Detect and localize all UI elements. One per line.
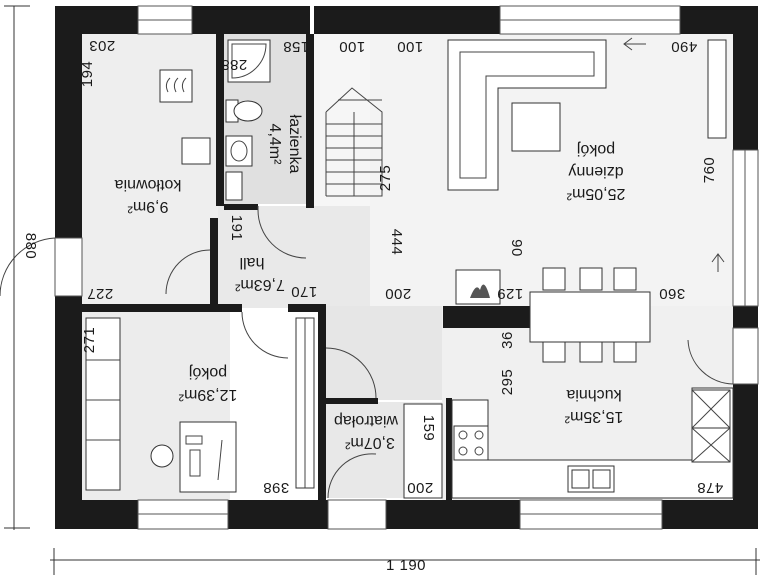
dim-100a: 100: [339, 38, 366, 55]
wiatrolap-area: 3,07m²: [344, 434, 394, 451]
pokoj-dzienny-name-2: dzienny: [568, 163, 623, 180]
lazienka-name: łazienka: [286, 115, 303, 174]
wiatrolap-cabinet-icon: [403, 403, 443, 499]
dining-table-icon: [529, 267, 651, 363]
furniture: [85, 39, 734, 499]
toilet-icon: [225, 99, 263, 123]
dim-275: 275: [377, 165, 394, 192]
kuchnia-name: kuchnia: [566, 386, 621, 403]
dim-227: 227: [87, 285, 114, 302]
dim-90: 90: [508, 239, 525, 257]
dim-288: 288: [221, 56, 248, 73]
sofa-icon: [447, 39, 607, 191]
dim-129: 129: [497, 285, 524, 302]
desk-icon: [150, 421, 237, 493]
doors: [0, 206, 734, 499]
dim-170: 170: [291, 283, 318, 300]
laundry-sink-icon: [181, 137, 211, 165]
kotlownia-name: kotłownia: [115, 176, 182, 193]
dim-159: 159: [420, 415, 437, 442]
interior-walls: [82, 34, 530, 500]
windows: [54, 5, 759, 530]
dim-100b: 100: [397, 38, 424, 55]
dimension-lines: [4, 5, 760, 575]
washbasin-icon: [225, 135, 253, 167]
dim-490: 490: [671, 38, 698, 55]
coffee-table-icon: [511, 102, 561, 152]
tv-stand-icon: [707, 39, 727, 139]
overall-width-label: 1 190: [386, 557, 426, 574]
dim-444: 444: [388, 229, 405, 256]
dim-200a: 200: [385, 285, 412, 302]
kitchen-counter-icon: [451, 387, 734, 499]
hall-area: 7,63m²: [234, 276, 284, 293]
boiler-icon: [159, 69, 193, 103]
kotlownia-area: 9,9m²: [127, 198, 169, 215]
wardrobe-icon: [85, 317, 121, 491]
hall-name: hall: [240, 254, 265, 271]
dim-194: 194: [79, 61, 96, 88]
pokoj-name: pokój: [189, 364, 227, 381]
kuchnia-area: 15,35m²: [564, 408, 623, 425]
overall-height-label: 880: [22, 233, 39, 260]
fireplace-icon: [455, 269, 501, 305]
pokoj-dzienny-name-1: pokój: [577, 141, 615, 158]
pokoj-area: 12,39m²: [178, 386, 237, 403]
hall-wardrobe-icon: [295, 317, 315, 489]
dim-271: 271: [81, 327, 98, 354]
dim-200b: 200: [407, 479, 434, 496]
dim-203: 203: [89, 37, 116, 54]
dim-760: 760: [701, 157, 718, 184]
wiatrolap-name: wiatrołap: [334, 412, 399, 429]
dim-191: 191: [228, 215, 245, 242]
dim-295: 295: [499, 369, 516, 396]
stove-icon: [453, 425, 489, 461]
exterior-walls: [55, 6, 758, 529]
dim-478: 478: [697, 479, 724, 496]
staircase: [325, 87, 383, 197]
dim-158: 158: [283, 38, 310, 55]
dim-398: 398: [263, 479, 290, 496]
arrow-icons: [623, 37, 725, 272]
cabinet-icon: [225, 171, 243, 201]
pokoj-dzienny-area: 25,05m²: [566, 185, 625, 202]
shower-icon: [227, 39, 271, 83]
dim-360: 360: [659, 285, 686, 302]
dim-36: 36: [499, 331, 516, 349]
lazienka-area: 4,4m²: [266, 124, 283, 166]
